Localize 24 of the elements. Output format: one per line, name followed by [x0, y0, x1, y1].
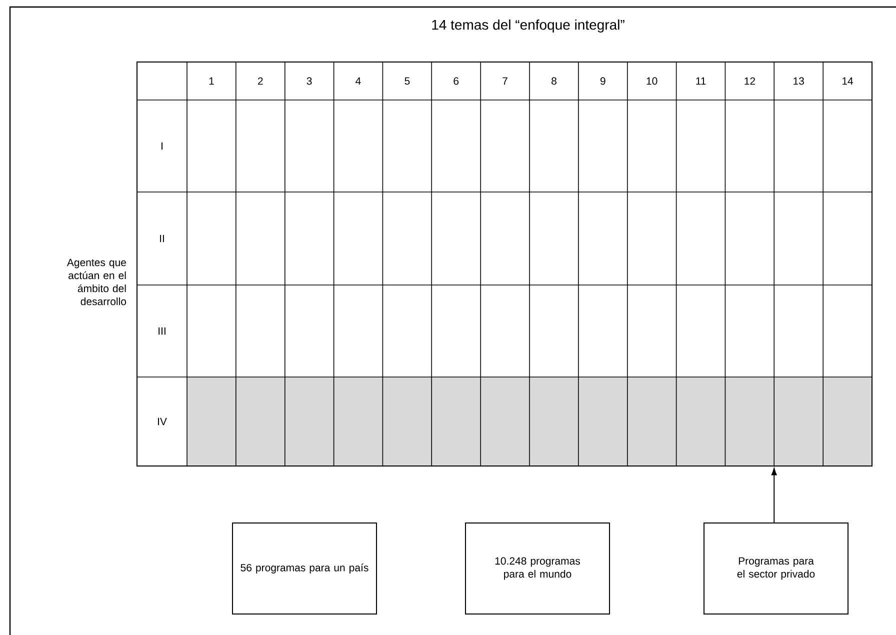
- column-number: 8: [552, 77, 556, 85]
- column-number: 6: [454, 77, 459, 85]
- axis-label: Agentes que actúan en el ámbito del desarrollo: [66, 258, 126, 306]
- column-number: 10: [646, 77, 658, 85]
- column-number: 3: [306, 77, 312, 85]
- column-number: 13: [794, 77, 804, 85]
- column-number: 1: [209, 77, 214, 85]
- title: 14 temas del “enfoque integral”: [432, 19, 624, 33]
- shaded-row: [187, 377, 872, 466]
- column-number: 12: [744, 77, 755, 85]
- arrow: [771, 468, 777, 523]
- column-number: 2: [258, 77, 263, 85]
- column-number: 14: [842, 77, 854, 85]
- column-number: 7: [502, 77, 508, 85]
- row-number: III: [158, 327, 166, 335]
- text-box: Programas para el sector privado: [704, 522, 848, 614]
- column-number: 5: [404, 77, 410, 85]
- row-number: II: [160, 234, 164, 242]
- column-number: 4: [356, 77, 361, 85]
- column-number: 9: [600, 77, 606, 85]
- text-box: 10.248 programas para el mundo: [465, 522, 610, 614]
- column-number: 11: [696, 77, 706, 85]
- text-box: 56 programas para un país: [232, 522, 377, 614]
- row-number: IV: [158, 418, 167, 426]
